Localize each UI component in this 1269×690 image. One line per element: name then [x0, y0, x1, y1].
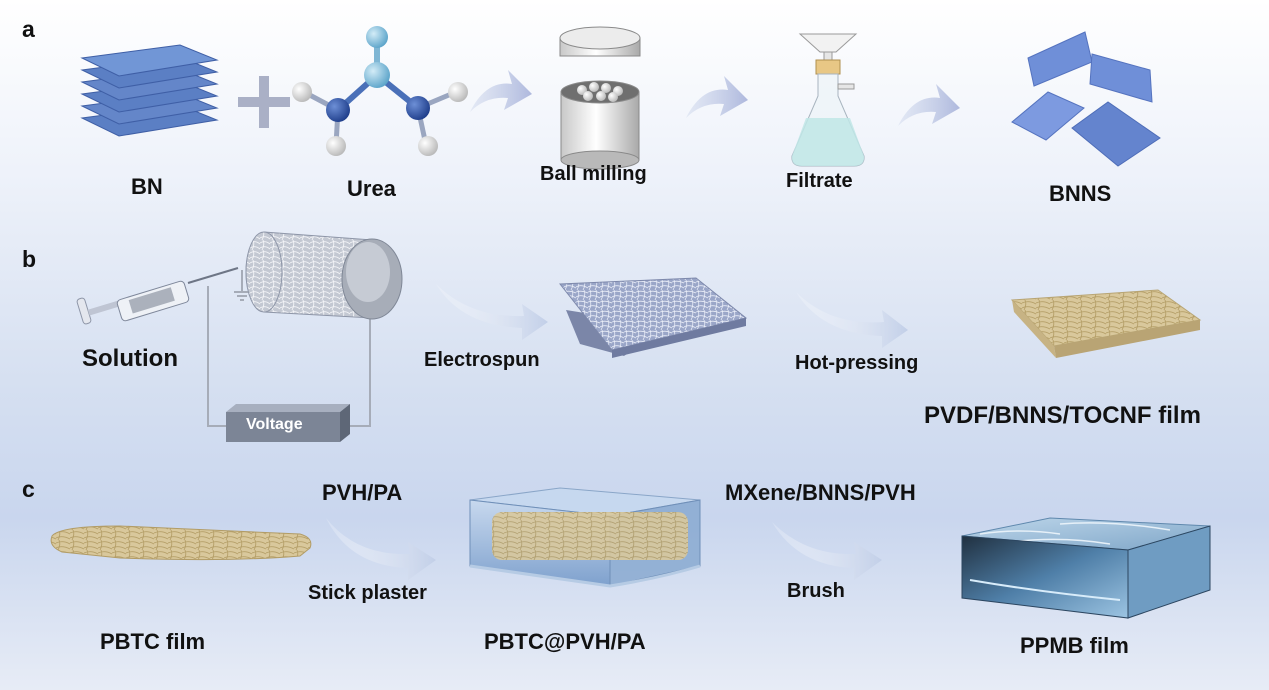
urea-molecule-illustration [292, 26, 468, 156]
arrow-5-icon [796, 292, 908, 348]
label-bnns: BNNS [1049, 181, 1112, 206]
ball-mill-jar-illustration [559, 26, 641, 170]
pbtc-film-illustration [50, 525, 312, 561]
pbtc-pvh-pa-illustration [469, 487, 701, 588]
label-urea: Urea [347, 176, 396, 201]
circuit-wires [207, 270, 371, 427]
bnns-sheets-illustration [1011, 31, 1161, 167]
panel-letter-c: c [22, 476, 35, 502]
label-pvh-pa: PVH/PA [322, 480, 403, 505]
label-bn: BN [131, 174, 163, 199]
panel-letter-b: b [22, 246, 37, 272]
bn-layers-illustration [80, 44, 219, 137]
filtration-flask-illustration [791, 33, 865, 167]
arrow-2-icon [686, 76, 748, 118]
label-pbtc-pvh-pa: PBTC@PVH/PA [484, 629, 646, 654]
label-ball-milling: Ball milling [540, 163, 647, 185]
collector-drum-illustration [245, 231, 403, 320]
arrow-6-icon [326, 518, 436, 580]
label-voltage: Voltage [246, 416, 303, 433]
label-solution: Solution [82, 345, 178, 372]
arrow-1-icon [470, 70, 532, 112]
label-ppmb-film: PPMB film [1020, 633, 1129, 658]
arrow-4-icon [436, 284, 548, 340]
voltage-box-illustration [226, 404, 350, 442]
label-pvdf-film: PVDF/BNNS/TOCNF film [924, 402, 1201, 429]
label-hot-pressing: Hot-pressing [795, 352, 919, 374]
label-pbtc-film: PBTC film [100, 629, 206, 654]
label-brush: Brush [787, 580, 845, 602]
electrospun-mat-illustration [559, 277, 748, 358]
pvdf-film-illustration [1010, 289, 1202, 358]
plus-icon [238, 76, 290, 128]
label-stick-plaster: Stick plaster [308, 582, 427, 604]
arrow-3-icon [898, 84, 960, 126]
label-filtrate: Filtrate [786, 170, 853, 192]
panel-letter-a: a [22, 16, 35, 42]
syringe-illustration [76, 267, 239, 325]
ppmb-film-illustration [961, 517, 1211, 619]
arrow-7-icon [772, 522, 882, 580]
label-electrospun: Electrospun [424, 349, 540, 371]
label-mxene-bnns-pvh: MXene/BNNS/PVH [725, 480, 916, 505]
